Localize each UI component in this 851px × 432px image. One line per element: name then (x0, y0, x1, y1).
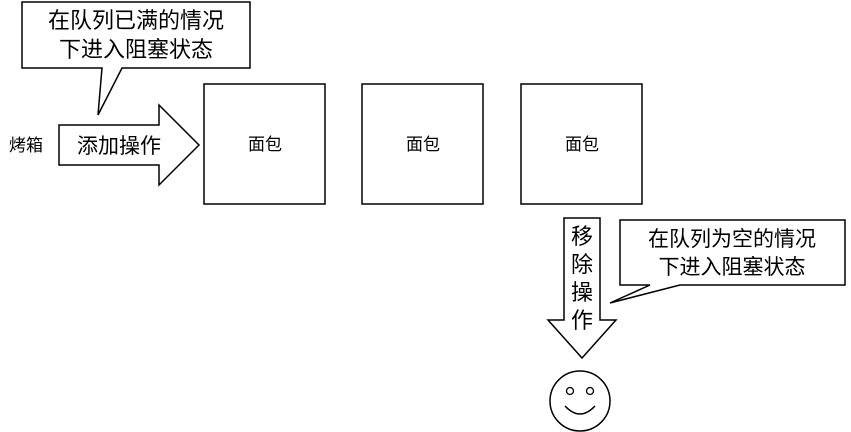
queue-item-label: 面包 (406, 135, 440, 155)
add-arrow-label: 添加操作 (77, 134, 161, 158)
callout-top-line2: 下进入阻塞状态 (59, 38, 213, 63)
callout-bottom-line2: 下进入阻塞状态 (659, 255, 806, 279)
callout-queue-full: 在队列已满的情况 下进入阻塞状态 (21, 1, 251, 116)
remove-arrow-char: 操 (571, 281, 593, 306)
add-operation-arrow: 添加操作 (58, 103, 201, 187)
queue: 面包 面包 面包 (203, 83, 643, 205)
smiley-left-eye (565, 386, 575, 396)
queue-item-label: 面包 (565, 135, 599, 155)
callout-bottom-line1: 在队列为空的情况 (648, 227, 816, 251)
callout-top-line1: 在队列已满的情况 (48, 9, 224, 34)
queue-item-box (361, 83, 484, 205)
remove-operation-arrow: 移 除 操 作 (546, 217, 618, 360)
add-arrow-shape (58, 103, 201, 187)
queue-item: 面包 (361, 83, 484, 205)
producer-label: 烤箱 (9, 136, 43, 156)
smiley-head (549, 370, 611, 432)
queue-item-box (520, 83, 643, 205)
smiley-face-icon (549, 370, 611, 432)
smiley-mouth (564, 405, 596, 415)
queue-item: 面包 (203, 83, 326, 205)
queue-item-label: 面包 (248, 135, 282, 155)
queue-item: 面包 (520, 83, 643, 205)
remove-arrow-shape (546, 217, 618, 360)
callout-bubble-shape (21, 1, 251, 116)
smiley-right-eye (585, 386, 595, 396)
remove-arrow-char: 除 (571, 253, 593, 278)
queue-item-box (203, 83, 326, 205)
callout-queue-empty: 在队列为空的情况 下进入阻塞状态 (609, 219, 846, 304)
remove-arrow-char: 作 (571, 309, 593, 334)
remove-arrow-char: 移 (571, 225, 593, 250)
callout-bubble-shape (609, 219, 846, 304)
